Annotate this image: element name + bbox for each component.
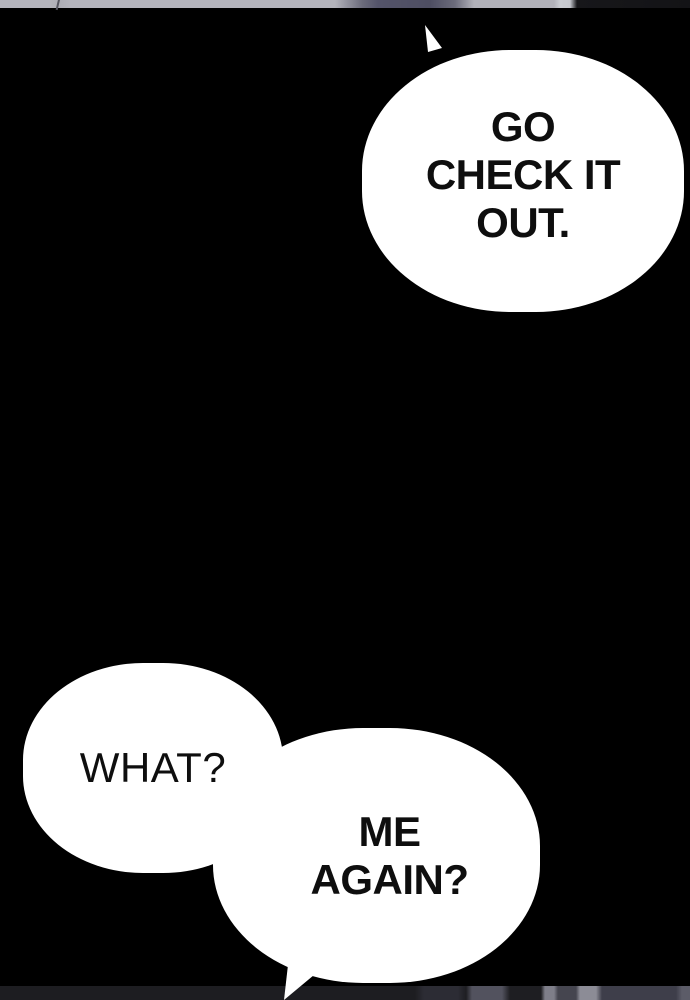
speech-bubble-me-again: ME AGAIN?: [213, 728, 540, 983]
speech-bubble-tail-up: [425, 25, 442, 52]
previous-panel-edge: [0, 0, 690, 11]
speech-bubble-what: WHAT?: [23, 663, 283, 873]
speech-bubble-tail-down: [284, 956, 314, 1000]
panel-edge-line: [55, 0, 61, 11]
next-panel-edge: [0, 986, 690, 1000]
speech-bubble-go-check: GO CHECK IT OUT.: [362, 50, 684, 312]
speech-text-me-again: ME AGAIN?: [310, 807, 470, 903]
speech-text-go-check: GO CHECK IT OUT.: [425, 103, 621, 246]
speech-text-what: WHAT?: [79, 744, 227, 791]
